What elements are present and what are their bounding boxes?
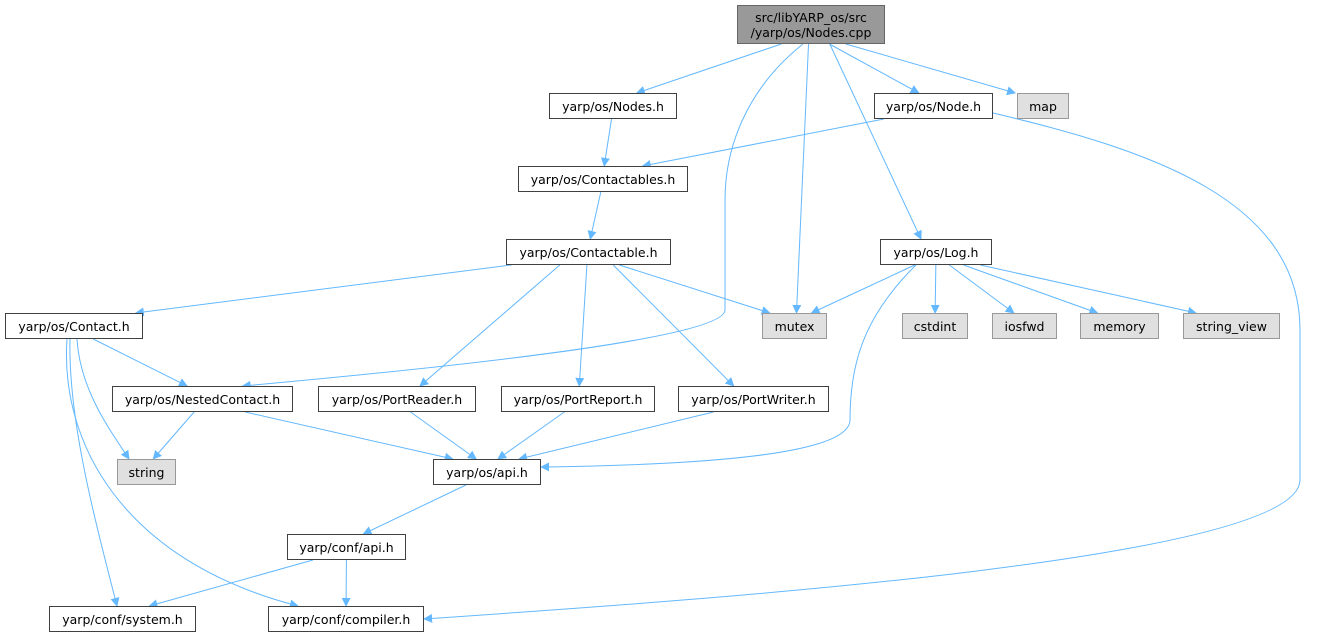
node-yarp-os-nestedcontact-h[interactable]: yarp/os/NestedContact.h <box>112 386 293 412</box>
node-yarp-os-contact-h[interactable]: yarp/os/Contact.h <box>5 313 143 339</box>
node-mutex[interactable]: mutex <box>762 313 827 339</box>
node-string[interactable]: string <box>117 459 176 485</box>
edge-contact_h-to-system_h <box>69 338 120 607</box>
edge-log_h-to-api_h <box>540 264 917 472</box>
node-root-line-1: src/libYARP_os/src <box>755 9 867 25</box>
edge-log_h-to-string_view <box>980 264 1197 316</box>
edge-contactable_h-to-portreport_h <box>575 264 588 387</box>
node-yarp-os-portwriter-h[interactable]: yarp/os/PortWriter.h <box>678 386 829 412</box>
node-memory[interactable]: memory <box>1080 313 1159 339</box>
edge-log_h-to-cstdint <box>930 264 940 314</box>
edge-contactable_h-to-contact_h <box>134 264 512 317</box>
node-yarp-conf-api-h[interactable]: yarp/conf/api.h <box>287 534 406 560</box>
edge-root-to-node_h <box>829 43 920 94</box>
edge-nestedcontact_h-to-api_h <box>245 411 454 462</box>
edge-contactable_h-to-portwriter_h <box>612 264 735 387</box>
edge-contactables_h-to-contactable_h <box>587 191 602 240</box>
edge-nodes_h-to-contactables_h <box>600 118 612 167</box>
edge-node_h-to-contactables_h <box>641 118 885 169</box>
node-root-line-2: /yarp/os/Nodes.cpp <box>750 24 872 40</box>
node-yarp-os-portreport-h[interactable]: yarp/os/PortReport.h <box>501 386 655 412</box>
node-yarp-os-log-h[interactable]: yarp/os/Log.h <box>880 239 992 265</box>
edge-log_h-to-iosfwd <box>948 264 1015 314</box>
node-yarp-conf-system-h[interactable]: yarp/conf/system.h <box>49 606 196 632</box>
edge-root-to-mutex <box>792 43 810 314</box>
edge-contact_h-to-compiler_h <box>65 338 299 609</box>
edge-log_h-to-memory <box>963 264 1099 315</box>
node-yarp-os-nodes-h[interactable]: yarp/os/Nodes.h <box>549 93 677 119</box>
edge-portreport_h-to-api_h <box>497 411 565 460</box>
edge-contactable_h-to-mutex <box>619 264 771 315</box>
node-yarp-os-node-h[interactable]: yarp/os/Node.h <box>874 93 993 119</box>
edge-api_h-to-conf_api_h <box>362 484 467 535</box>
node-yarp-conf-compiler-h[interactable]: yarp/conf/compiler.h <box>268 606 424 632</box>
node-map[interactable]: map <box>1017 93 1069 119</box>
edge-contact_h-to-nestedcontact_h <box>93 338 188 387</box>
node-yarp-os-portreader-h[interactable]: yarp/os/PortReader.h <box>318 386 476 412</box>
node-root-nodes-cpp[interactable]: src/libYARP_os/src /yarp/os/Nodes.cpp <box>737 5 885 44</box>
node-yarp-os-contactables-h[interactable]: yarp/os/Contactables.h <box>518 166 688 192</box>
node-cstdint[interactable]: cstdint <box>902 313 968 339</box>
edge-portreader_h-to-api_h <box>410 411 477 460</box>
edge-conf_api_h-to-system_h <box>148 559 314 609</box>
edge-root-to-nestedcontact_h <box>241 43 804 390</box>
edge-portwriter_h-to-api_h <box>518 411 714 462</box>
node-yarp-os-api-h[interactable]: yarp/os/api.h <box>433 459 541 485</box>
edge-root-to-map <box>845 43 1017 96</box>
edge-root-to-nodes_h <box>635 43 782 95</box>
node-iosfwd[interactable]: iosfwd <box>992 313 1057 339</box>
edge-contact_h-to-string <box>76 338 130 460</box>
node-string-view[interactable]: string_view <box>1183 313 1280 339</box>
edge-contactable_h-to-portreader_h <box>419 264 561 387</box>
edge-log_h-to-mutex <box>810 264 915 314</box>
node-yarp-os-contactable-h[interactable]: yarp/os/Contactable.h <box>506 239 671 265</box>
edge-root-to-log_h <box>829 43 922 240</box>
edge-node_h-to-compiler_h <box>423 112 1301 623</box>
edge-nestedcontact_h-to-string <box>152 411 195 460</box>
